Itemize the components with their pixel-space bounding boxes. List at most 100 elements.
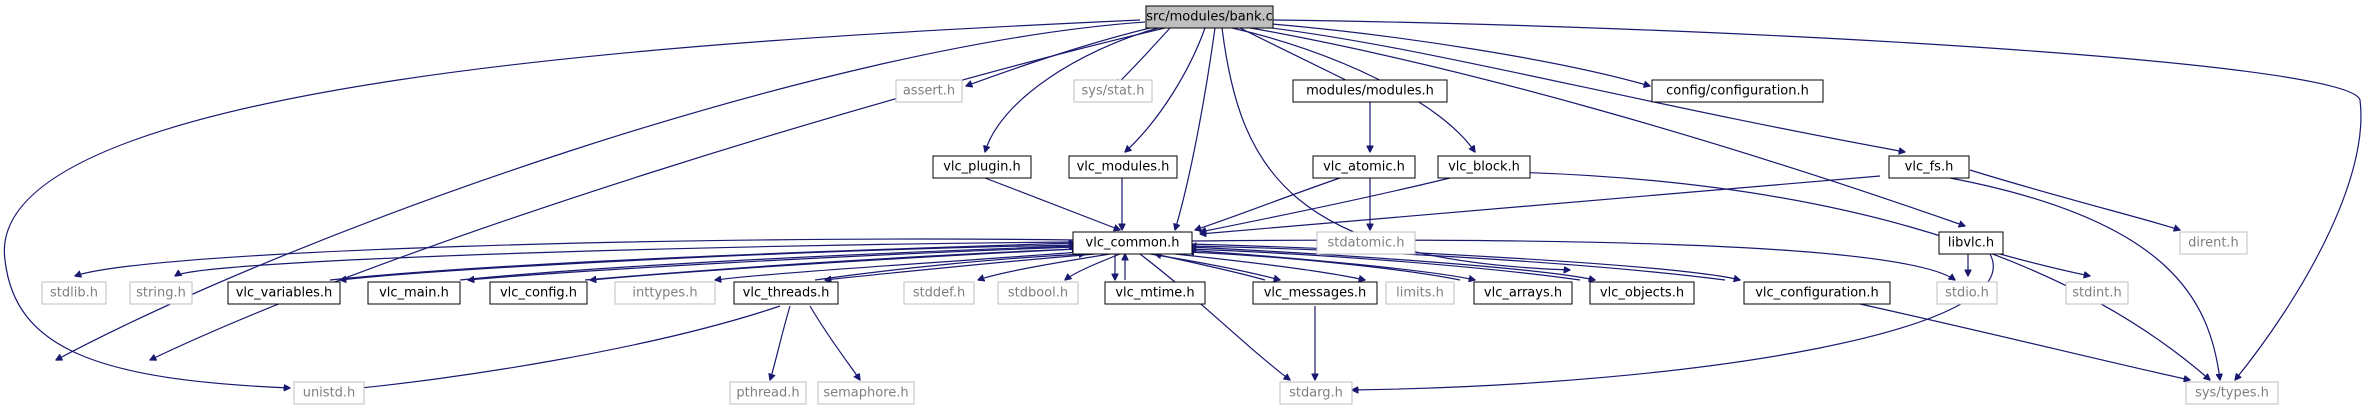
node-vlc-common-h[interactable]: vlc_common.h <box>1072 231 1193 255</box>
edge-bank-to-vlc-common <box>1175 27 1216 230</box>
edge-bank-to-vlc-fs <box>1254 25 1905 152</box>
edge-bank-to-systypes <box>1271 19 2362 380</box>
node-vlc-atomic-h[interactable]: vlc_atomic.h <box>1312 155 1416 179</box>
edge-bank-to-unistd <box>3 19 1141 388</box>
node-inttypes-h[interactable]: inttypes.h <box>614 281 716 305</box>
edge-bank-to-configuration <box>1271 23 1650 86</box>
node-stdbool-h[interactable]: stdbool.h <box>997 281 1079 305</box>
svg-text:stdatomic.h: stdatomic.h <box>1328 236 1405 251</box>
node-vlc-main-h[interactable]: vlc_main.h <box>367 281 461 305</box>
node-stdint-h[interactable]: stdint.h <box>2065 281 2129 305</box>
edge-bank-to-libvlc <box>1244 26 1965 226</box>
edge-vlc-common-to-vlc-threads <box>825 253 1096 280</box>
svg-text:src/modules/bank.c: src/modules/bank.c <box>1146 10 1273 25</box>
node-vlc-arrays-h[interactable]: vlc_arrays.h <box>1473 281 1573 305</box>
node-libvlc-h[interactable]: libvlc.h <box>1938 231 2004 255</box>
edge-bank-to-stdlib <box>56 21 1146 360</box>
svg-text:vlc_variables.h: vlc_variables.h <box>236 286 333 301</box>
svg-text:semaphore.h: semaphore.h <box>823 386 908 401</box>
node-modules-modules-h[interactable]: modules/modules.h <box>1292 79 1448 103</box>
edge-vlc-threads-to-pthread <box>770 305 791 380</box>
node-stdatomic-h[interactable]: stdatomic.h <box>1316 231 1416 255</box>
node-unistd-h[interactable]: unistd.h <box>293 381 365 405</box>
edge-bank-to-vlc-modules <box>1125 27 1206 152</box>
edge-bank-to-vlc-plugin <box>985 27 1159 152</box>
node-vlc-config-h[interactable]: vlc_config.h <box>489 281 588 305</box>
node-bank-c[interactable]: src/modules/bank.c <box>1145 5 1274 29</box>
edge-vlc-objects-to-vlc-common <box>1190 249 1581 281</box>
edge-bank-to-string <box>150 27 1166 360</box>
node-vlc-threads-h[interactable]: vlc_threads.h <box>733 281 839 305</box>
svg-text:assert.h: assert.h <box>903 84 955 99</box>
svg-text:limits.h: limits.h <box>1396 286 1444 301</box>
svg-text:modules/modules.h: modules/modules.h <box>1306 84 1434 99</box>
node-pthread-h[interactable]: pthread.h <box>729 381 807 405</box>
svg-text:vlc_arrays.h: vlc_arrays.h <box>1484 286 1562 301</box>
svg-text:unistd.h: unistd.h <box>303 386 356 401</box>
node-limits-h[interactable]: limits.h <box>1385 281 1455 305</box>
svg-text:inttypes.h: inttypes.h <box>632 286 697 301</box>
edge-vlc-configuration-to-vlc-common <box>1190 246 1726 281</box>
node-assert-h[interactable]: assert.h <box>895 79 963 103</box>
node-dirent-h[interactable]: dirent.h <box>2179 231 2248 255</box>
edge-vlc-fs-to-systypes <box>1949 177 2220 380</box>
edge-vlc-threads-to-vlc-common <box>814 254 1085 281</box>
edge-vlc-common-to-vlc-configuration <box>1189 243 1740 280</box>
svg-text:dirent.h: dirent.h <box>2188 236 2239 251</box>
node-sys-types-h[interactable]: sys/types.h <box>2185 381 2279 405</box>
node-sys-stat-h[interactable]: sys/stat.h <box>1073 79 1153 103</box>
svg-text:stdarg.h: stdarg.h <box>1289 386 1343 401</box>
edge-bank-to-vlc-objects <box>1221 27 1570 270</box>
edge-vlc-common-to-vlc-objects <box>1189 246 1595 280</box>
edge-vlc-common-to-stdarg <box>1139 253 1290 380</box>
edge-vlc-common-to-vlc-main <box>468 246 1076 280</box>
edge-bank-to-vlc-block <box>1231 27 1475 152</box>
svg-text:config/configuration.h: config/configuration.h <box>1666 84 1809 99</box>
node-vlc-plugin-h[interactable]: vlc_plugin.h <box>932 155 1032 179</box>
edge-vlc-threads-to-unistd <box>340 305 781 390</box>
edge-vlc-threads-to-semaphore <box>809 305 860 380</box>
svg-text:vlc_configuration.h: vlc_configuration.h <box>1755 286 1879 301</box>
svg-text:vlc_config.h: vlc_config.h <box>500 286 577 301</box>
edge-vlc-fs-to-vlc-common <box>1200 175 1881 234</box>
node-vlc-variables-h[interactable]: vlc_variables.h <box>227 281 341 305</box>
node-vlc-mtime-h[interactable]: vlc_mtime.h <box>1104 281 1206 305</box>
svg-text:vlc_plugin.h: vlc_plugin.h <box>943 160 1021 175</box>
svg-text:vlc_block.h: vlc_block.h <box>1448 160 1520 175</box>
node-stdarg-h[interactable]: stdarg.h <box>1279 381 1353 405</box>
svg-text:string.h: string.h <box>136 286 186 301</box>
node-stdio-h[interactable]: stdio.h <box>1936 281 1998 305</box>
svg-text:vlc_objects.h: vlc_objects.h <box>1600 286 1684 301</box>
edge-vlc-main-to-vlc-common <box>459 246 1075 281</box>
node-stdlib-h[interactable]: stdlib.h <box>41 281 107 305</box>
edge-bank-to-assert <box>966 27 1151 86</box>
edge-vlc-fs-to-dirent <box>1969 169 2180 230</box>
edge-vlc-block-to-systypes <box>1509 171 2210 380</box>
edge-vlc-configuration-to-systypes <box>1859 303 2190 380</box>
svg-text:stdio.h: stdio.h <box>1945 286 1989 301</box>
node-vlc-configuration-h[interactable]: vlc_configuration.h <box>1743 281 1891 305</box>
node-vlc-block-h[interactable]: vlc_block.h <box>1437 155 1531 179</box>
svg-text:vlc_main.h: vlc_main.h <box>379 286 449 301</box>
node-vlc-modules-h[interactable]: vlc_modules.h <box>1068 155 1178 179</box>
dependency-edges <box>3 19 2362 390</box>
svg-text:sys/types.h: sys/types.h <box>2195 386 2269 401</box>
node-stddef-h[interactable]: stddef.h <box>903 281 975 305</box>
svg-text:vlc_modules.h: vlc_modules.h <box>1077 160 1170 175</box>
node-config-configuration-h[interactable]: config/configuration.h <box>1651 79 1824 103</box>
svg-text:vlc_messages.h: vlc_messages.h <box>1264 286 1367 301</box>
svg-text:stddef.h: stddef.h <box>913 286 965 301</box>
svg-text:vlc_common.h: vlc_common.h <box>1086 236 1180 251</box>
svg-text:vlc_fs.h: vlc_fs.h <box>1905 160 1954 175</box>
edge-vlc-common-to-limits <box>1174 253 1365 280</box>
svg-text:pthread.h: pthread.h <box>736 386 799 401</box>
node-vlc-messages-h[interactable]: vlc_messages.h <box>1252 281 1378 305</box>
node-string-h[interactable]: string.h <box>129 281 193 305</box>
edge-vlc-plugin-to-vlc-common <box>984 177 1120 230</box>
node-semaphore-h[interactable]: semaphore.h <box>817 381 915 405</box>
svg-text:vlc_threads.h: vlc_threads.h <box>743 286 830 301</box>
node-vlc-fs-h[interactable]: vlc_fs.h <box>1888 155 1970 179</box>
svg-text:vlc_mtime.h: vlc_mtime.h <box>1115 286 1194 301</box>
node-vlc-objects-h[interactable]: vlc_objects.h <box>1589 281 1695 305</box>
